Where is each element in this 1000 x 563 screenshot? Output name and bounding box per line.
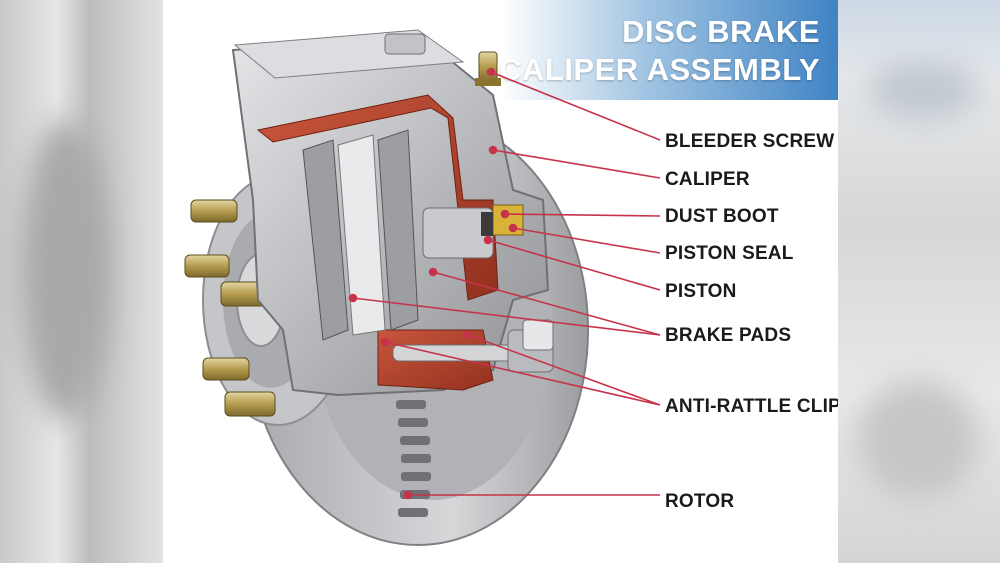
brake-pads-art: [303, 130, 418, 340]
leader-dot: [350, 295, 357, 302]
brake-illustration: [163, 0, 838, 563]
leader-dot: [405, 492, 412, 499]
leader-dot: [502, 211, 509, 218]
label-brake-pads: BRAKE PADS: [665, 325, 791, 347]
backdrop-blur-shape: [868, 60, 978, 120]
diagram-panel: DISC BRAKE CALIPER ASSEMBLY: [163, 0, 838, 563]
label-bleeder-screw: BLEEDER SCREW: [665, 131, 834, 153]
leader-dot: [510, 225, 517, 232]
leader-dot: [465, 332, 472, 339]
label-piston: PISTON: [665, 281, 737, 303]
label-anti-rattle-clips: ANTI-RATTLE CLIPS: [665, 396, 838, 418]
leader-dot: [485, 237, 492, 244]
blurred-backdrop-left: [0, 0, 163, 563]
leader-dot: [430, 269, 437, 276]
leader-dot: [488, 69, 495, 76]
leader-dot: [490, 147, 497, 154]
caliper-top-bolt: [385, 34, 425, 54]
label-caliper: CALIPER: [665, 169, 750, 191]
leader-line-bleeder-screw: [491, 72, 660, 140]
leader-dot: [382, 339, 389, 346]
label-rotor: ROTOR: [665, 491, 734, 513]
label-piston-seal: PISTON SEAL: [665, 243, 794, 265]
backdrop-blur-shape: [858, 380, 978, 500]
blurred-backdrop-right: [838, 0, 1000, 563]
label-dust-boot: DUST BOOT: [665, 206, 779, 228]
backdrop-blur-shape: [20, 120, 110, 420]
